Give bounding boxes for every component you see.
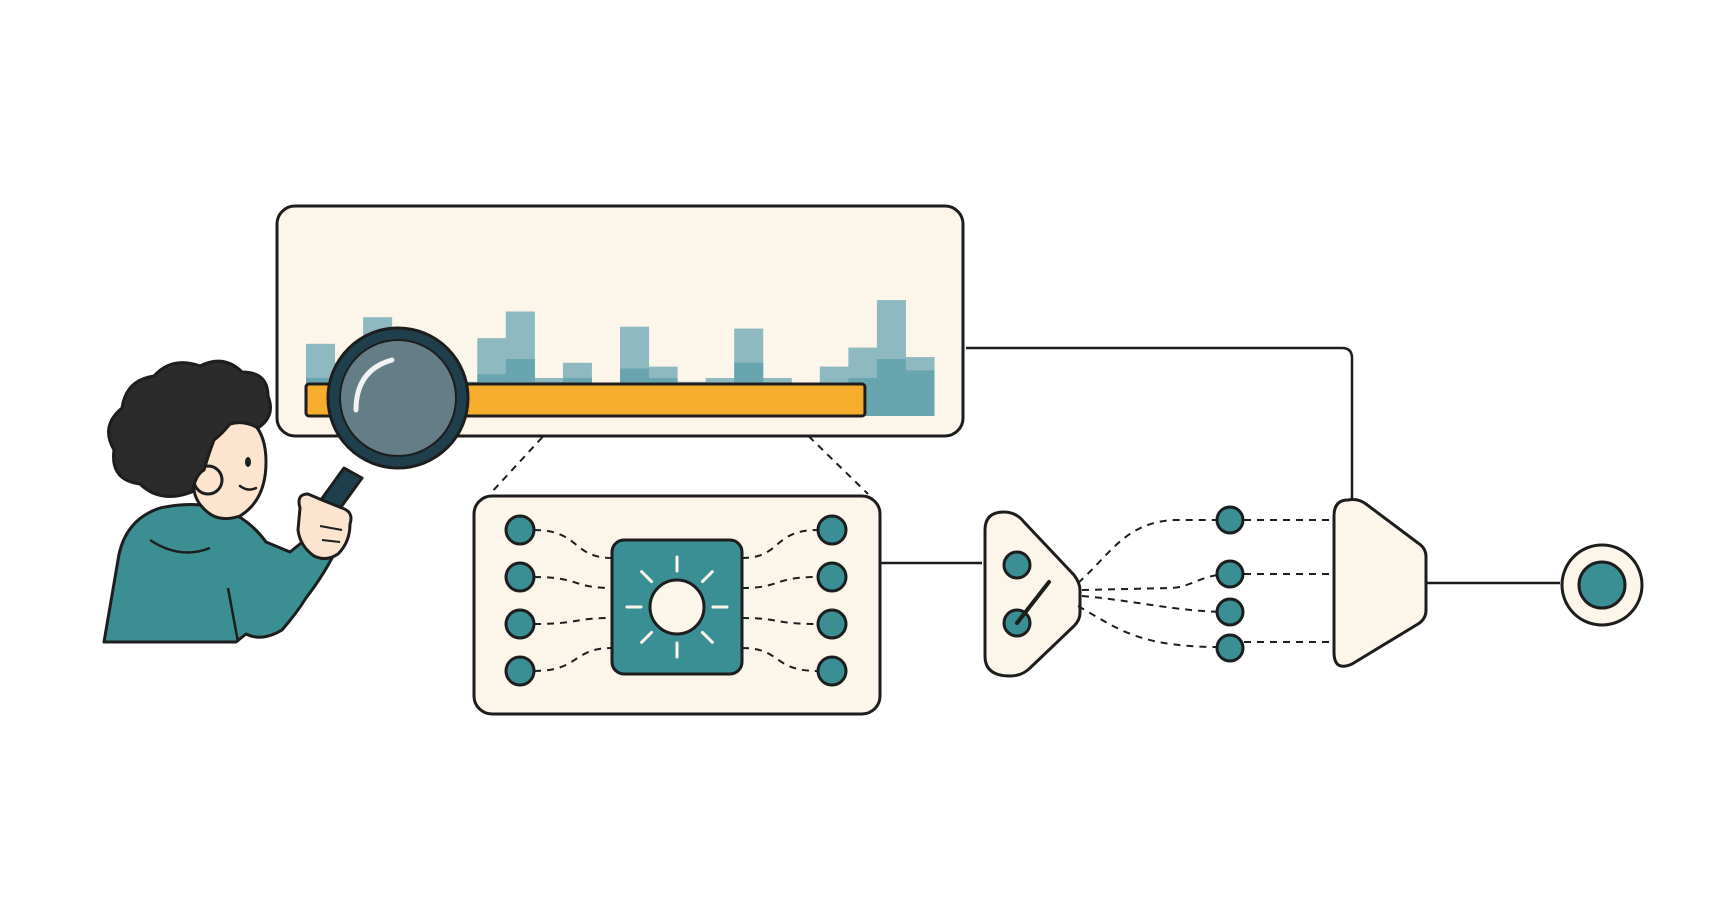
switch-node-top [1002,550,1032,580]
switch-icon [983,510,1082,678]
eye [245,457,251,467]
hoodie-fold [149,538,211,554]
sun-center [648,578,706,636]
switch-lever [1015,580,1051,625]
histogram-bar-overlay [905,370,935,416]
person-with-magnifier-icon [102,326,470,644]
sun-ray [640,630,654,644]
lens-glare [353,357,395,413]
router-wire [741,529,819,559]
input-node [504,608,536,640]
merge-input-wires [1244,519,1334,643]
sun-ray [640,570,654,584]
fanout-node [1215,559,1245,589]
fanout-node [1215,505,1245,535]
sun-icon [610,538,744,676]
input-node [504,655,536,687]
merge-block [1332,498,1428,668]
router-panel [472,494,882,716]
router-wire [533,529,613,559]
router-wires [533,529,819,672]
histogram-bar-overlay [876,359,906,416]
lens-ring [326,326,470,470]
router-wire [533,647,613,672]
router-wire [741,647,819,672]
output-core [1577,560,1627,610]
lens-glass [339,339,457,457]
output-node-icon [1560,543,1644,627]
sun-ray [700,570,714,584]
fanout-node [1215,633,1245,663]
magnifying-glass-icon [326,326,470,470]
input-nodes [504,514,536,687]
fanout-node [1215,597,1245,627]
sun-rays [625,555,729,659]
merge-funnel-icon [1332,498,1428,668]
sun-ray [700,630,714,644]
mouth [238,484,258,491]
hair [107,359,272,498]
fingers [319,525,343,543]
router-wire [533,617,613,625]
input-node [504,514,536,546]
output-node [816,514,848,546]
panel-to-merge-connector [966,346,1354,502]
output-nodes [816,514,848,687]
fanout-nodes [1215,505,1245,663]
output-node [816,608,848,640]
switch-block [983,510,1082,678]
router-wire [533,576,613,589]
input-node [504,561,536,593]
fanout-wires [1077,519,1229,649]
hoodie-seam [226,587,240,643]
output-node [816,561,848,593]
output-node [816,655,848,687]
